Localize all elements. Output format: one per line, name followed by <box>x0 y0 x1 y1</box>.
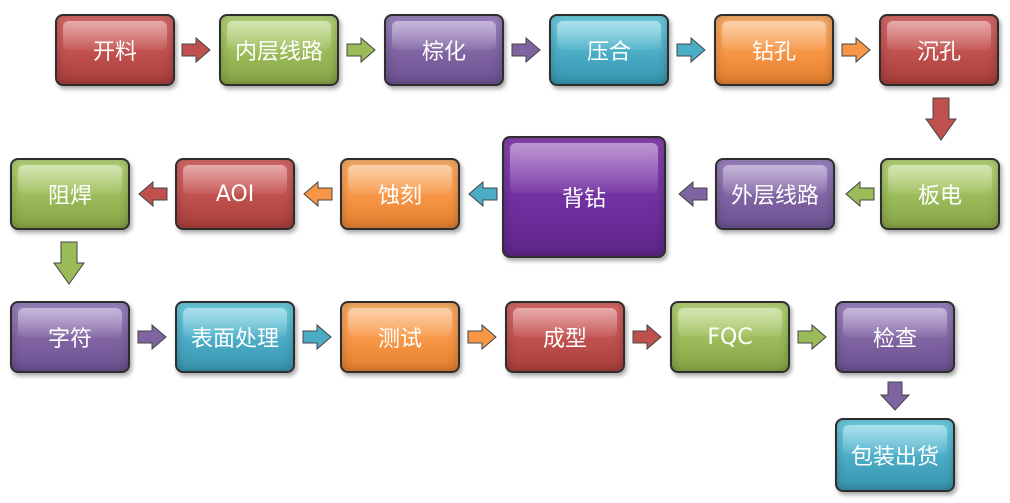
step-box-routing: 成型 <box>505 301 625 373</box>
step-label: 棕化 <box>421 40 466 65</box>
step-box-inner-layer: 内层线路 <box>219 14 339 86</box>
step-box-packing: 包装出货 <box>835 418 955 492</box>
step-box-back-drill: 背钻 <box>502 136 666 258</box>
step-label: 内层线路 <box>234 40 323 65</box>
step-box-surface-finish: 表面处理 <box>175 301 295 373</box>
arrow-left-icon <box>138 180 168 208</box>
step-label: 阻焊 <box>47 184 92 209</box>
step-label: 包装出货 <box>850 445 939 470</box>
arrow-right-icon <box>511 36 541 64</box>
step-label: 压合 <box>586 40 631 65</box>
step-label: 表面处理 <box>190 327 279 352</box>
arrow-right-icon <box>632 323 662 351</box>
step-label: 字符 <box>47 327 92 352</box>
step-label: 沉孔 <box>916 40 961 65</box>
step-box-brown-oxide: 棕化 <box>384 14 504 86</box>
arrow-left-icon <box>468 180 498 208</box>
arrow-right-icon <box>346 36 376 64</box>
arrow-right-icon <box>181 36 211 64</box>
step-box-drilling: 钻孔 <box>714 14 834 86</box>
arrow-down-icon <box>925 97 957 141</box>
step-box-lamination: 压合 <box>549 14 669 86</box>
arrow-right-icon <box>137 323 167 351</box>
step-label: 检查 <box>872 327 917 352</box>
step-box-testing: 测试 <box>340 301 460 373</box>
step-label: 成型 <box>542 327 587 352</box>
arrow-right-icon <box>841 36 871 64</box>
step-box-aoi: AOI <box>175 158 295 230</box>
step-box-legend: 字符 <box>10 301 130 373</box>
arrow-down-icon <box>53 241 85 285</box>
step-label: FQC <box>707 324 753 350</box>
step-box-outer-layer: 外层线路 <box>715 158 835 230</box>
step-label: AOI <box>215 181 255 207</box>
arrow-right-icon <box>467 323 497 351</box>
step-box-countersink: 沉孔 <box>879 14 999 86</box>
step-label: 蚀刻 <box>377 184 422 209</box>
step-box-fqc: FQC <box>670 301 790 373</box>
arrow-down-icon <box>879 381 911 411</box>
arrow-right-icon <box>302 323 332 351</box>
step-label: 板电 <box>917 184 962 209</box>
arrow-right-icon <box>676 36 706 64</box>
step-box-kailiao: 开料 <box>55 14 175 86</box>
arrow-left-icon <box>845 180 875 208</box>
step-box-aoi-solder-mask: 阻焊 <box>10 158 130 230</box>
step-label: 外层线路 <box>730 184 819 209</box>
step-box-panel-plating: 板电 <box>880 158 1000 230</box>
step-box-etching: 蚀刻 <box>340 158 460 230</box>
step-label: 钻孔 <box>751 40 796 65</box>
arrow-left-icon <box>678 180 708 208</box>
step-label: 测试 <box>377 327 422 352</box>
arrow-left-icon <box>303 180 333 208</box>
arrow-right-icon <box>797 323 827 351</box>
step-box-inspection: 检查 <box>835 301 955 373</box>
step-label: 开料 <box>92 40 137 65</box>
step-label: 背钻 <box>561 187 606 212</box>
